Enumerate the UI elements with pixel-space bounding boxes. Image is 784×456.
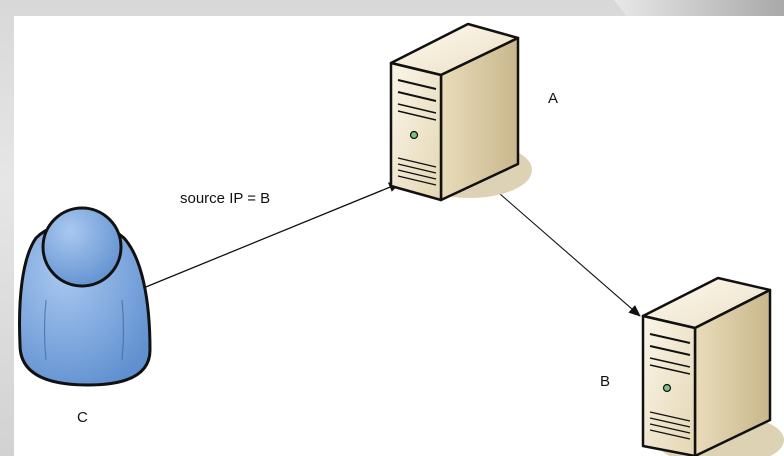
server-a-icon bbox=[389, 22, 532, 202]
server-a-label: A bbox=[548, 90, 559, 107]
server-b-label: B bbox=[600, 373, 611, 390]
edge-c-to-a bbox=[135, 182, 401, 292]
edge-label-source-ip: source IP = B bbox=[180, 190, 271, 207]
person-icon bbox=[18, 206, 152, 387]
edge-a-to-b bbox=[483, 179, 641, 317]
server-b-icon bbox=[641, 276, 784, 456]
client-c-label: C bbox=[77, 409, 88, 426]
